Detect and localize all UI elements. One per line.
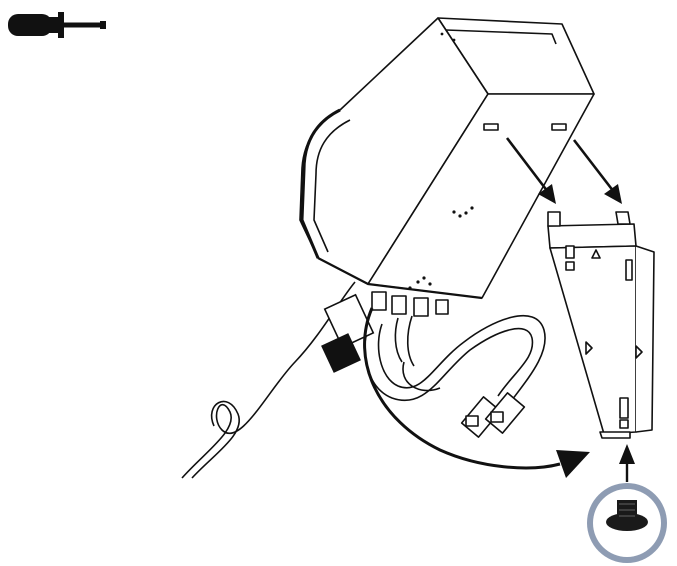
unit-vents [408,32,474,290]
unit-housing [299,17,595,300]
placement-arrows [505,137,622,204]
screw-arrow [619,444,635,482]
hose-fittings [460,392,526,438]
swing-arrow [363,307,590,478]
unit-bottom-connectors [371,291,449,317]
screw-icon [587,483,667,563]
unit-mounting-slots [483,123,567,131]
mounting-bracket [547,211,655,439]
connector-fitting [321,293,375,373]
screwdriver-icon [8,12,106,38]
